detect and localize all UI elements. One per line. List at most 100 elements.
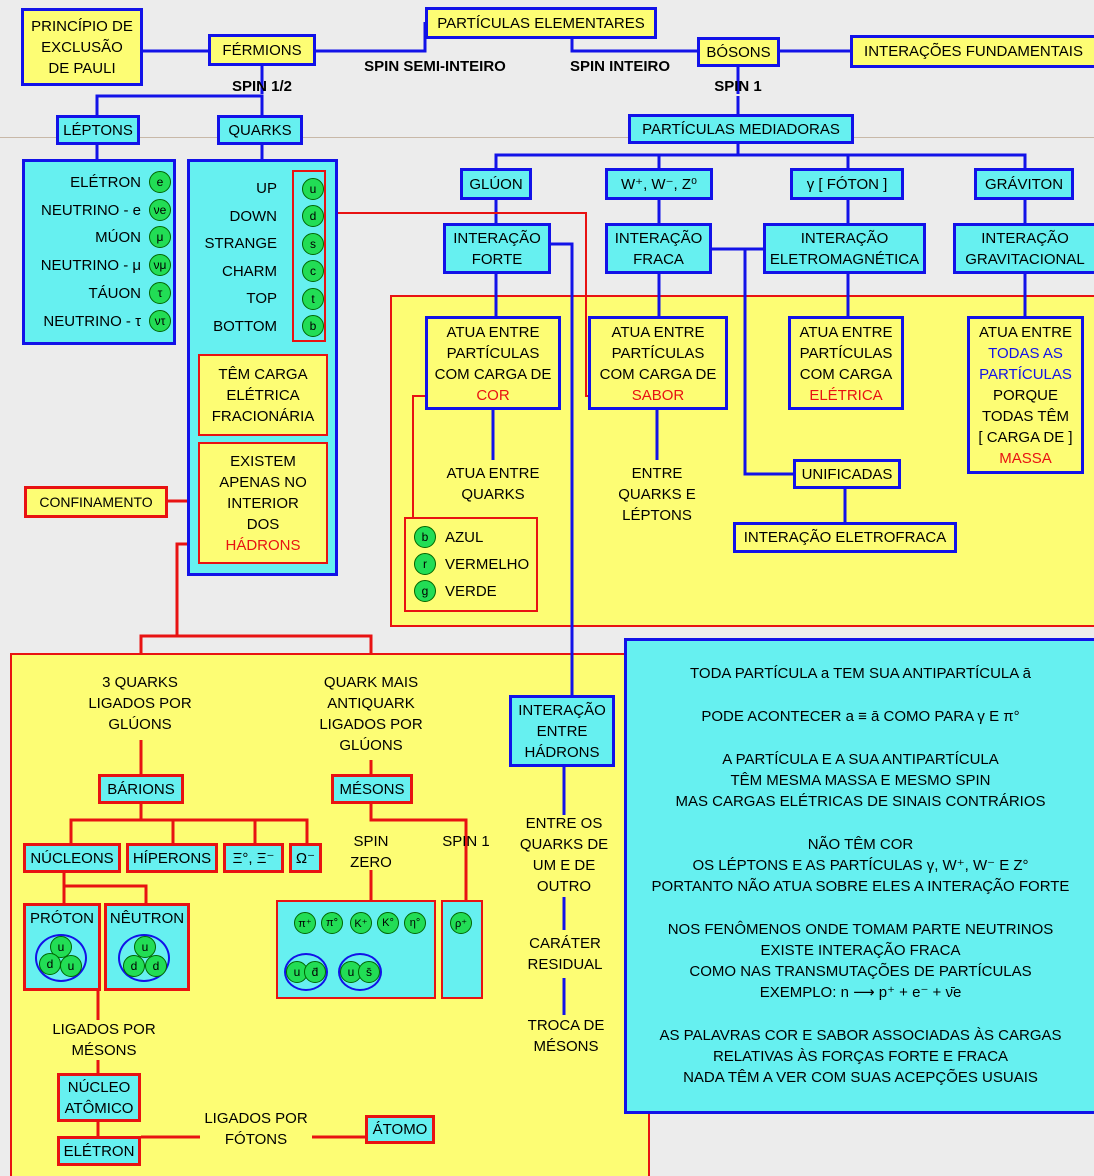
ligados-fotons-text: LIGADOS POR FÓTONS [204,1110,308,1148]
quarks-box: QUARKS [217,115,303,145]
eta-zero-icon: η° [404,912,426,934]
entre-os-quarks-text: ENTRE OS QUARKS DE UM E DE OUTRO [519,815,609,895]
blue-color-icon: b [414,526,436,548]
atua-cor-box: ATUA ENTRE PARTÍCULAS COM CARGA DE COR [425,316,561,410]
lepton-name: ELÉTRON [70,173,141,191]
top-quark-icon: t [302,288,324,310]
forte-box: INTERAÇÃO FORTE [443,223,551,274]
atua-sabor-text: ATUA ENTRE PARTÍCULAS COM CARGA DE [599,324,717,383]
atua-entre-quarks: ATUA ENTRE QUARKS [446,465,540,503]
eletro-box: INTERAÇÃO ELETROMAGNÉTICA [763,223,926,274]
kaon-plus-icon: K⁺ [350,912,372,934]
note-line: AS PALAVRAS COR E SABOR ASSOCIADAS ÀS CA… [659,1027,1062,1044]
note-line: TODA PARTÍCULA a TEM SUA ANTIPARTÍCULA ā [690,665,1031,682]
fermions-box: FÉRMIONS [208,34,316,66]
hiperons-box: HÍPERONS [126,843,218,873]
note-line: PODE ACONTECER a ≡ ā COMO PARA γ E π° [701,708,1020,725]
quark-name: BOTTOM [213,318,277,335]
title-box: PARTÍCULAS ELEMENTARES [425,7,657,39]
tres-quarks-text: 3 QUARKS LIGADOS POR GLÚONS [88,674,192,733]
todas-label: TODAS AS PARTÍCULAS [979,345,1072,383]
meson-pair-circle-icon [338,953,382,991]
carater-text: CARÁTER RESIDUAL [527,935,603,973]
spin-half-label: SPIN 1/2 [231,78,293,95]
inter-hadrons-box: INTERAÇÃO ENTRE HÁDRONS [509,695,615,767]
nucleons-box: NÚCLEONS [23,843,121,873]
eletrica-label: ELÉTRICA [809,387,883,404]
troca-text: TROCA DE MÉSONS [527,1017,605,1055]
quark-ball-icon: d [39,953,61,975]
note-line: PORTANTO NÃO ATUA SOBRE ELES A INTERAÇÃO… [651,878,1070,895]
antiquark-ball-icon: d̄ [304,961,326,983]
fraca-box: INTERAÇÃO FRACA [605,223,712,274]
leptons-box: LÉPTONS [56,115,140,145]
atua-sabor-box: ATUA ENTRE PARTÍCULAS COM CARGA DE SABOR [588,316,728,410]
graviton-box: GRÁVITON [974,168,1074,200]
note-line: RELATIVAS ÀS FORÇAS FORTE E FRACA [712,1048,1009,1065]
eletrofraca-box: INTERAÇÃO ELETROFRACA [733,522,957,553]
neutron-label: NÊUTRON [109,910,185,927]
interacoes-box: INTERAÇÕES FUNDAMENTAIS [850,35,1094,68]
foton-box: γ [ FÓTON ] [790,168,904,200]
xi-box: Ξ°, Ξ⁻ [223,843,284,873]
quark-name: TOP [246,290,277,307]
mesons-box: MÉSONS [331,774,413,804]
quark-name: UP [256,180,277,197]
strange-quark-icon: s [302,233,324,255]
muon-neutrino-icon: νμ [149,254,171,276]
quark-ball-icon: u [340,961,362,983]
pauli-box: PRINCÍPIO DE EXCLUSÃO DE PAULI [21,8,143,86]
pion-zero-icon: π° [321,912,343,934]
muon-icon: μ [149,226,171,248]
rho-plus-icon: ρ⁺ [450,912,472,934]
gluon-box: GLÚON [460,168,532,200]
massa-label: MASSA [999,450,1052,467]
barions-box: BÁRIONS [98,774,184,804]
atua-cor-text: ATUA ENTRE PARTÍCULAS COM CARGA DE [434,324,552,383]
carga-fracionaria-box: TÊM CARGA ELÉTRICA FRACIONÁRIA [198,354,328,436]
quark-symbol-frame [292,170,326,342]
bosons-box: BÓSONS [697,37,780,67]
nucleo-box: NÚCLEO ATÔMICO [57,1073,141,1122]
lepton-name: MÚON [95,228,141,246]
cor-label: COR [476,387,510,404]
note-line: A PARTÍCULA E A SUA ANTIPARTÍCULA [722,751,999,768]
neutron-circle-icon [118,934,170,982]
color-name: VERMELHO [445,556,530,573]
hadrons-label: HÁDRONS [225,537,301,554]
note-line: NÃO TÊM COR [807,836,914,853]
note-line: NADA TÊM A VER COM SUAS ACEPÇÕES USUAIS [683,1069,1038,1086]
sabor-label: SABOR [631,387,685,404]
notes-panel: TODA PARTÍCULA a TEM SUA ANTIPARTÍCULA ā… [624,638,1094,1114]
quark-ball-icon: d [145,955,167,977]
note-line: TÊM MESMA MASSA E MESMO SPIN [730,772,991,789]
lepton-name: NEUTRINO - e [40,201,141,219]
quark-name: CHARM [222,263,277,280]
spin-1-label: SPIN 1 [442,833,490,850]
atua-eletrica-text: ATUA ENTRE PARTÍCULAS COM CARGA [799,324,893,383]
atua-eletrica-box: ATUA ENTRE PARTÍCULAS COM CARGA ELÉTRICA [788,316,904,410]
color-name: AZUL [445,529,484,546]
wz-box: W⁺, W⁻, Z⁰ [605,168,713,200]
spin-semi-label: SPIN SEMI-INTEIRO [364,58,506,75]
red-color-icon: r [414,553,436,575]
quark-name: DOWN [229,208,278,225]
quark-name: STRANGE [204,235,277,252]
down-quark-icon: d [302,205,324,227]
pion-plus-icon: π⁺ [294,912,316,934]
tau-icon: τ [149,282,171,304]
spin-zero-label: SPIN ZERO [350,833,392,871]
color-name: VERDE [445,583,497,600]
note-line: EXISTE INTERAÇÃO FRACA [760,942,961,959]
spin-one-label: SPIN 1 [714,78,762,95]
unificadas-box: UNIFICADAS [793,459,901,489]
existem-text: EXISTEM APENAS NO INTERIOR DOS [219,453,307,533]
atua-todas-line3: PORQUE TODAS TÊM [ CARGA DE ] [978,387,1073,446]
quark-antiquark-text: QUARK MAIS ANTIQUARK LIGADOS POR GLÚONS [319,674,423,754]
green-color-icon: g [414,580,436,602]
note-line: EXEMPLO: n ⟶ p⁺ + e⁻ + ν̄e [759,984,962,1001]
proton-circle-icon [35,934,87,982]
ligados-mesons-text: LIGADOS POR MÉSONS [52,1021,156,1059]
quark-ball-icon: u [60,955,82,977]
